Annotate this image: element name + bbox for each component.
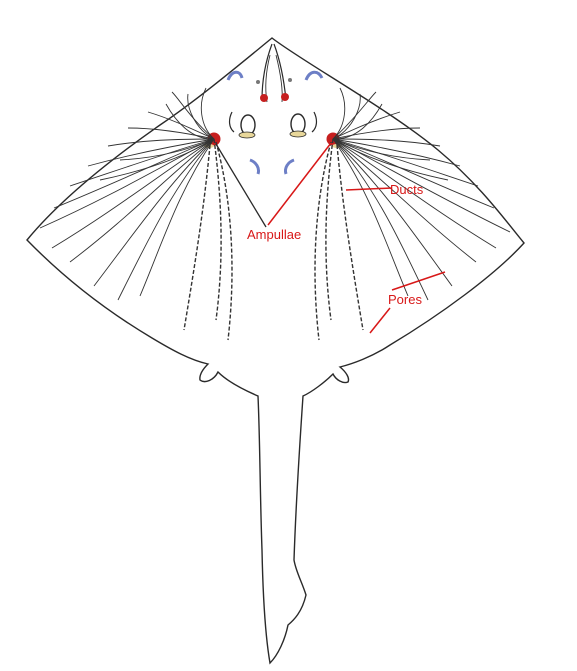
pores-label: Pores xyxy=(388,292,422,307)
snout-ampulla-right xyxy=(281,93,289,101)
snout-dot-left xyxy=(256,80,260,84)
left-eye-base xyxy=(239,132,255,138)
ampullae-label: Ampullae xyxy=(247,227,301,242)
right-eye-base xyxy=(290,131,306,137)
ducts-label: Ducts xyxy=(390,182,424,197)
snout-dot-right xyxy=(288,78,292,82)
ray-body-outline xyxy=(27,38,524,663)
snout-ampulla-left xyxy=(260,94,268,102)
